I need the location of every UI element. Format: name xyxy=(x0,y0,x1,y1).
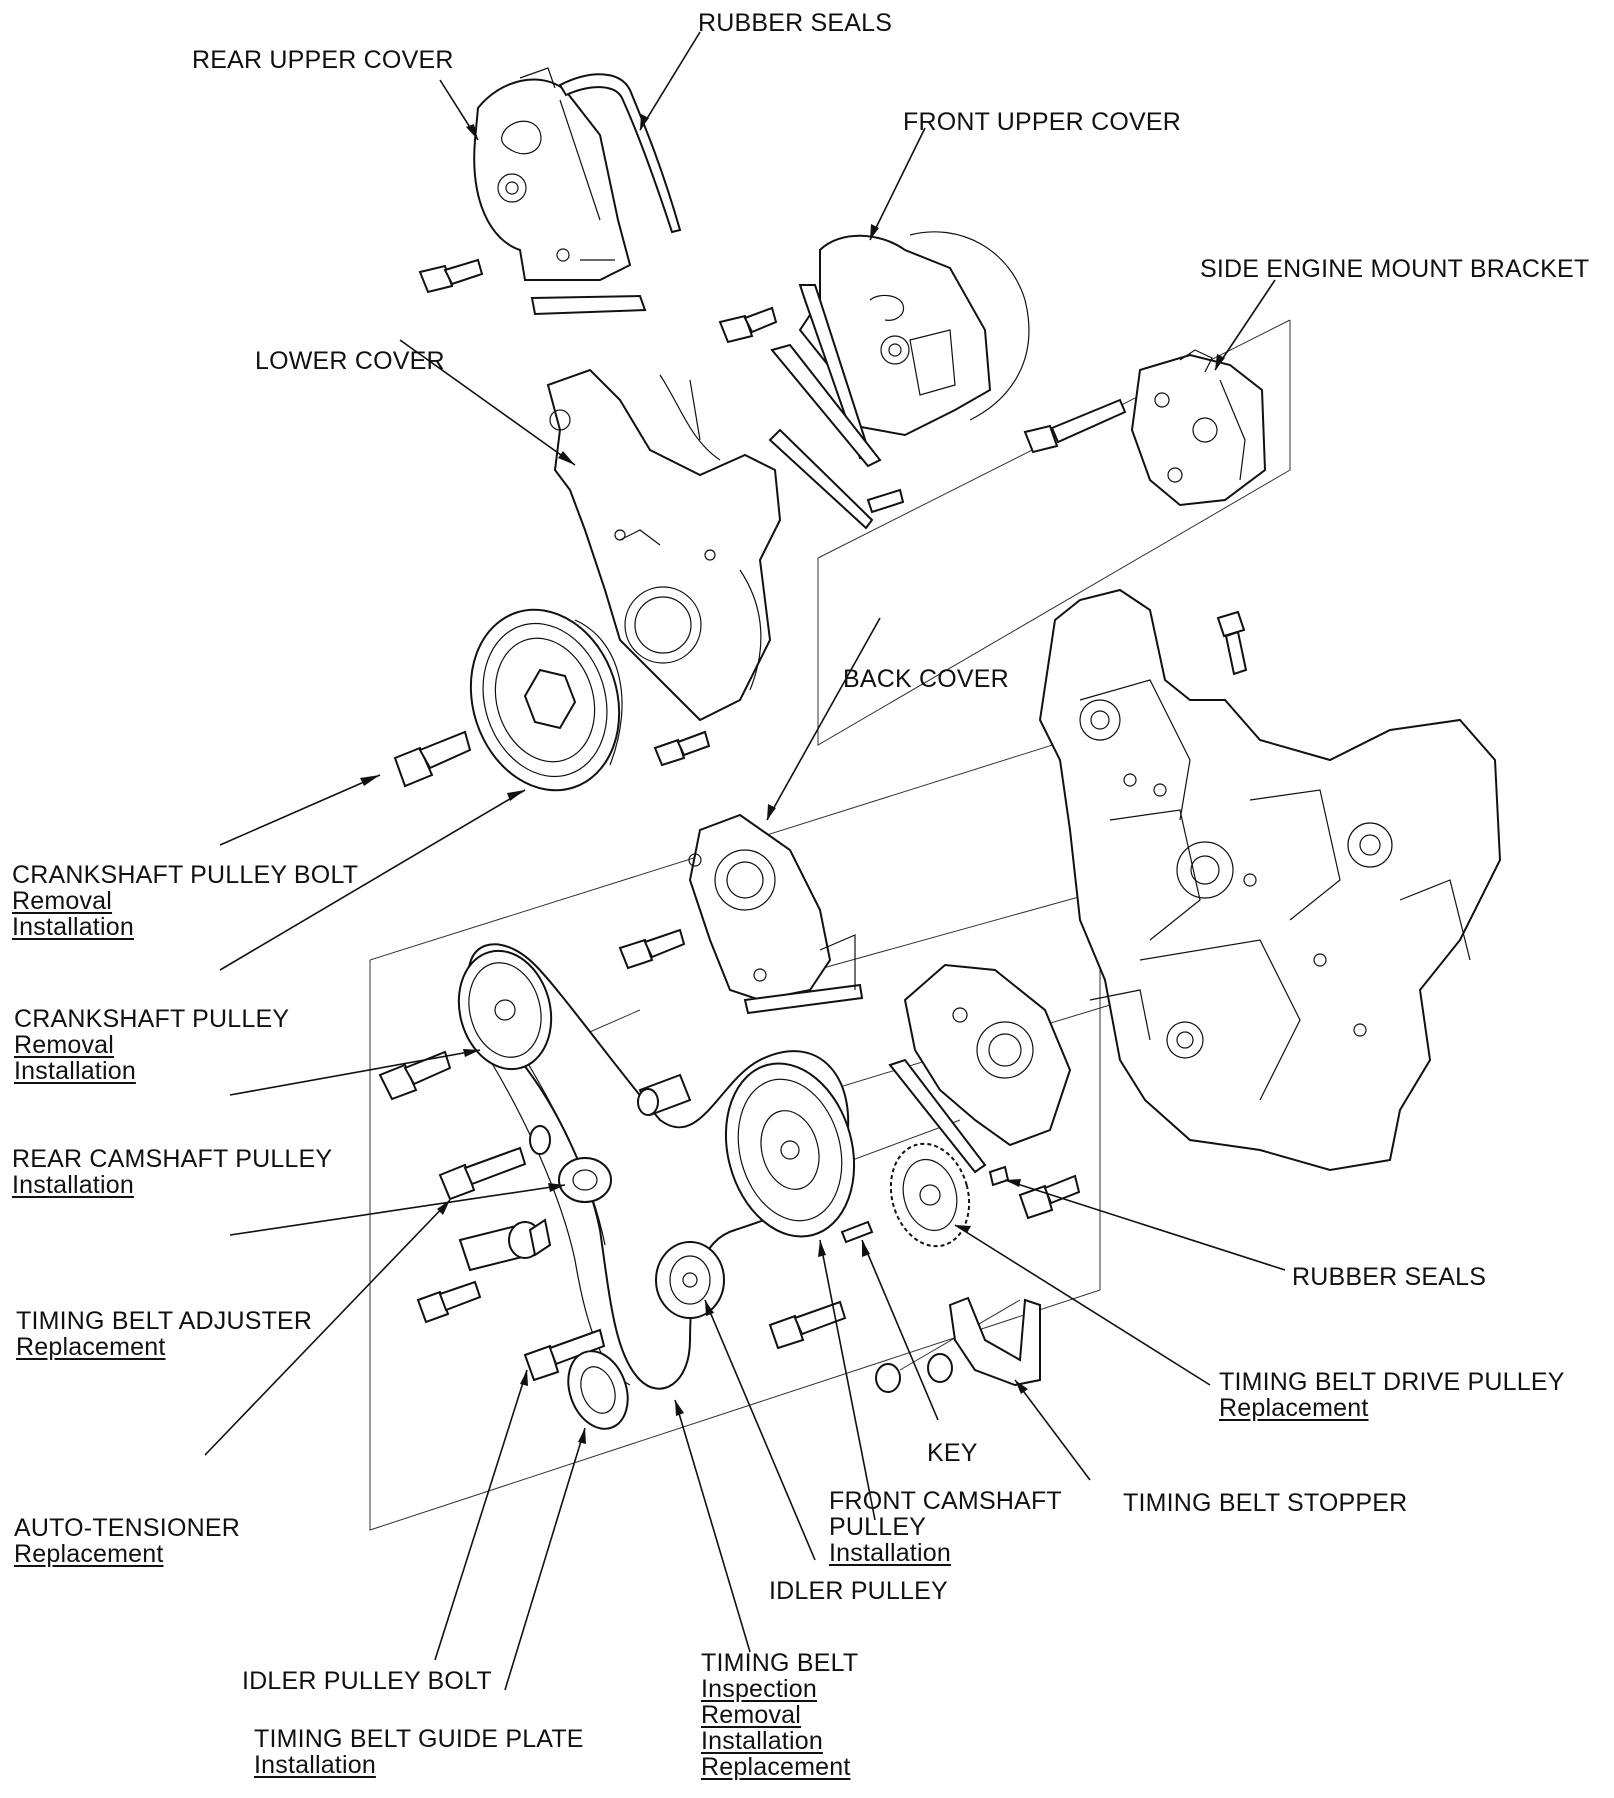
side-engine-mount-bolt xyxy=(1023,398,1127,454)
label-crankshaft-pulley: CRANKSHAFT PULLEY Removal Installation xyxy=(14,1006,289,1084)
timing-belt-adjuster-part xyxy=(529,1125,612,1203)
front-upper-cover-part xyxy=(798,231,1030,460)
label-text: IDLER PULLEY BOLT xyxy=(242,1667,492,1695)
lower-cover-bolt xyxy=(653,730,711,767)
crankshaft-pulley-bolt-installation-link[interactable]: Installation xyxy=(12,913,134,941)
label-rear-camshaft-pulley: REAR CAMSHAFT PULLEY Installation xyxy=(12,1146,332,1198)
idler-pulley-bolt-part xyxy=(523,1328,606,1382)
timing-belt-inspection-link[interactable]: Inspection xyxy=(701,1675,817,1703)
rear-upper-cover-bolt xyxy=(418,258,484,294)
label-timing-belt-drive-pulley: TIMING BELT DRIVE PULLEY Replacement xyxy=(1219,1369,1565,1421)
label-text: RUBBER SEALS xyxy=(1292,1263,1487,1291)
label-idler-pulley: IDLER PULLEY xyxy=(769,1578,948,1604)
rear-camshaft-pulley-installation-link[interactable]: Installation xyxy=(12,1171,134,1199)
label-timing-belt-stopper: TIMING BELT STOPPER xyxy=(1123,1490,1407,1516)
label-title: TIMING BELT GUIDE PLATE xyxy=(254,1725,584,1753)
label-timing-belt-guide-plate: TIMING BELT GUIDE PLATE Installation xyxy=(254,1726,584,1778)
timing-belt-guide-plate-installation-link[interactable]: Installation xyxy=(254,1751,376,1779)
crankshaft-pulley-removal-link[interactable]: Removal xyxy=(14,1031,115,1059)
rear-upper-cover-part xyxy=(473,67,632,281)
label-title-line1: FRONT CAMSHAFT xyxy=(829,1487,1062,1515)
label-title: CRANKSHAFT PULLEY BOLT xyxy=(12,861,359,889)
label-title: REAR CAMSHAFT PULLEY xyxy=(12,1145,333,1173)
leader-lines xyxy=(204,31,1286,1691)
front-camshaft-bolt xyxy=(768,1300,847,1350)
timing-belt-adjuster-replacement-link[interactable]: Replacement xyxy=(16,1333,166,1361)
timing-belt-replacement-link[interactable]: Replacement xyxy=(701,1753,851,1781)
label-auto-tensioner: AUTO-TENSIONER Replacement xyxy=(14,1515,240,1567)
label-text: FRONT UPPER COVER xyxy=(903,108,1181,136)
crankshaft-pulley-installation-link[interactable]: Installation xyxy=(14,1057,136,1085)
label-rubber-seals-bottom: RUBBER SEALS xyxy=(1292,1264,1486,1290)
label-side-engine-mount-bracket: SIDE ENGINE MOUNT BRACKET xyxy=(1200,256,1589,282)
rubber-seals-top-part xyxy=(530,73,682,316)
label-text: SIDE ENGINE MOUNT BRACKET xyxy=(1200,255,1590,283)
label-text: LOWER COVER xyxy=(255,347,445,375)
label-text: RUBBER SEALS xyxy=(698,9,893,37)
back-cover-part xyxy=(688,813,864,1015)
label-front-camshaft-pulley: FRONT CAMSHAFT PULLEY Installation xyxy=(829,1488,1062,1566)
auto-tensioner-replacement-link[interactable]: Replacement xyxy=(14,1540,164,1568)
engine-stud-bolt xyxy=(1216,610,1248,676)
key-part xyxy=(840,1220,874,1244)
timing-belt-drive-pulley-replacement-link[interactable]: Replacement xyxy=(1219,1394,1369,1422)
rear-camshaft-pulley-part xyxy=(457,949,553,1071)
camshaft-bushing xyxy=(637,1073,692,1117)
timing-belt-drive-pulley-part xyxy=(889,1142,971,1248)
auto-tensioner-part xyxy=(458,1218,552,1272)
rubber-seals-bottom-part xyxy=(988,1165,1010,1187)
timing-belt-stopper-part xyxy=(948,1296,1041,1387)
crankshaft-pulley-part xyxy=(469,608,623,792)
label-title: TIMING BELT DRIVE PULLEY xyxy=(1219,1368,1565,1396)
label-idler-pulley-bolt: IDLER PULLEY BOLT xyxy=(242,1668,492,1694)
label-rear-upper-cover: REAR UPPER COVER xyxy=(192,47,454,73)
idler-pulley-part xyxy=(655,1241,725,1319)
label-title: CRANKSHAFT PULLEY xyxy=(14,1005,290,1033)
label-title: TIMING BELT ADJUSTER xyxy=(16,1307,313,1335)
adjuster-bolt xyxy=(438,1146,527,1201)
label-timing-belt: TIMING BELT Inspection Removal Installat… xyxy=(701,1650,858,1780)
label-title-line2: PULLEY xyxy=(829,1513,927,1541)
front-camshaft-pulley-installation-link[interactable]: Installation xyxy=(829,1539,951,1567)
lower-cover-part xyxy=(546,368,782,722)
label-back-cover: BACK COVER xyxy=(843,666,1009,692)
label-text: IDLER PULLEY xyxy=(769,1577,948,1605)
front-upper-seal xyxy=(770,343,882,468)
timing-belt-removal-link[interactable]: Removal xyxy=(701,1701,802,1729)
stopper-nuts xyxy=(875,1353,953,1393)
label-text: REAR UPPER COVER xyxy=(192,46,454,74)
timing-belt-installation-link[interactable]: Installation xyxy=(701,1727,823,1755)
label-timing-belt-adjuster: TIMING BELT ADJUSTER Replacement xyxy=(16,1308,312,1360)
label-text: KEY xyxy=(927,1439,978,1467)
engine-block-part xyxy=(1038,588,1502,1172)
label-text: TIMING BELT STOPPER xyxy=(1123,1489,1408,1517)
back-cover-bolt xyxy=(618,928,686,970)
front-upper-cover-bolt xyxy=(718,306,778,344)
front-camshaft-pulley-part xyxy=(724,1062,856,1238)
lower-cover-seal xyxy=(768,428,905,530)
label-front-upper-cover: FRONT UPPER COVER xyxy=(903,109,1181,135)
label-lower-cover: LOWER COVER xyxy=(255,348,445,374)
label-crankshaft-pulley-bolt: CRANKSHAFT PULLEY BOLT Removal Installat… xyxy=(12,862,358,940)
label-title: AUTO-TENSIONER xyxy=(14,1514,240,1542)
leader-arrowheads xyxy=(360,114,1225,1444)
side-engine-mount-bracket-part xyxy=(1130,349,1267,507)
label-rubber-seals-top: RUBBER SEALS xyxy=(698,10,892,36)
label-text: BACK COVER xyxy=(843,665,1009,693)
label-key: KEY xyxy=(927,1440,978,1466)
middle-cover-part xyxy=(888,963,1072,1174)
crankshaft-pulley-bolt-removal-link[interactable]: Removal xyxy=(12,887,113,915)
rear-camshaft-pulley-bolt xyxy=(378,1050,452,1101)
auto-tensioner-bolt xyxy=(416,1280,482,1324)
drive-pulley-bolt xyxy=(1018,1174,1081,1220)
timing-belt-guide-plate-part xyxy=(567,1350,629,1430)
label-title: TIMING BELT xyxy=(701,1649,859,1677)
crankshaft-pulley-bolt-part xyxy=(393,730,472,788)
